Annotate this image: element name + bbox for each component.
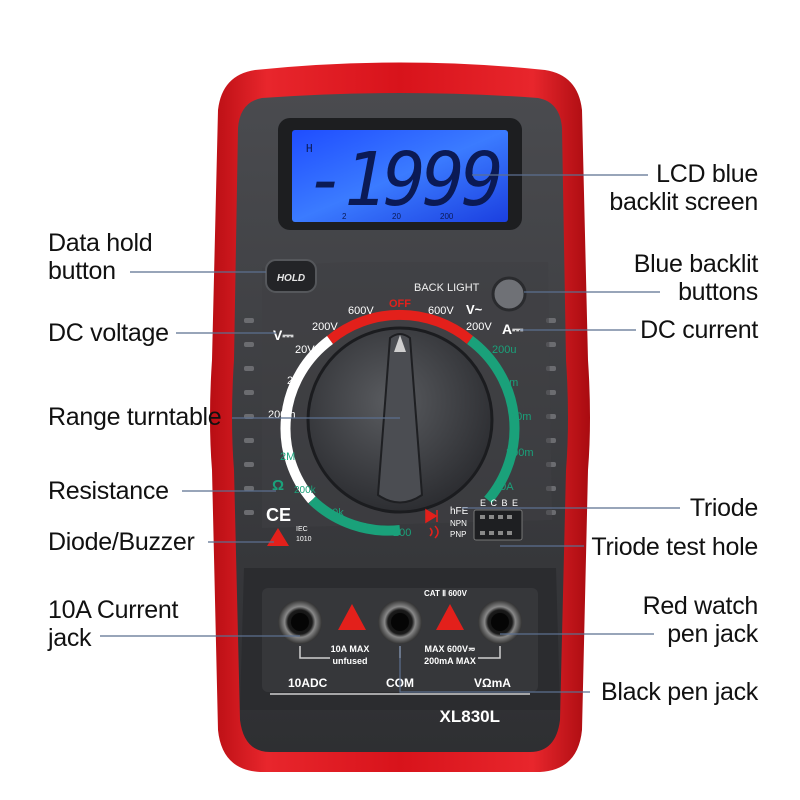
dca-range-200m: 200m [506,447,534,459]
dcv-range-20v: 20V [295,344,315,356]
dca-range-2m: 2m [503,377,518,389]
callout-resistance: Resistance [48,477,169,505]
cat-rating: CAT Ⅱ 600V [424,589,468,598]
jack-10adc-label: 10ADC [288,676,328,690]
range-dial-ring [280,309,520,536]
callout-dc-voltage: DC voltage [48,319,169,347]
com-black-jack[interactable] [378,600,422,644]
callout-triode-text: Triode [689,494,758,522]
lcd-scale-mark-1: 2 [342,212,347,221]
lcd-hold-indicator: H [306,142,313,155]
ohm-range-labels: 2M 200k 20k 2k 200 [280,451,411,539]
diode-icon [425,508,438,524]
hold-button-label: HOLD [277,273,305,284]
lcd-scale-mark-2: 20 [392,212,401,221]
ohm-range-20k: 20k [326,507,344,519]
dial-off-label: OFF [389,298,411,310]
callout-blue-backlit: Blue backlit buttons [608,250,759,306]
warning-triangle-icon-left [338,604,366,630]
jack-10a-max: 10A MAX [331,644,370,654]
callout-10a-current-line1: 10A Current [48,596,179,624]
callout-dc-voltage-text: DC voltage [48,319,169,347]
backlight-button[interactable] [491,276,527,312]
dial-dcv-symbol: V⎓ [273,327,294,343]
vohm-red-jack[interactable] [478,600,522,644]
callout-lcd-screen: LCD blue backlit screen [608,160,758,216]
callout-black-pen-jack: Black pen jack [568,678,758,706]
callout-red-pen-jack: Red watch pen jack [608,592,759,648]
acv-range-200v: 200V [466,321,492,333]
callout-data-hold-line1: Data hold [48,229,153,257]
callout-blue-backlit-line1: Blue backlit [633,250,759,278]
iec-number: 1010 [296,536,312,543]
callout-resistance-text: Resistance [48,477,169,505]
lcd-screen: H -1999 2 20 200 [278,118,522,230]
dca-range-20m: 20m [510,411,531,423]
callout-data-hold-line2: button [48,257,116,285]
triode-test-socket[interactable] [473,509,523,541]
callout-diode-buzzer-text: Diode/Buzzer [48,528,195,556]
ohm-range-2k: 2k [358,522,370,534]
callout-10a-current-line2: jack [48,624,92,652]
warning-triangle-icon-right [436,604,464,630]
callout-lcd-line2: backlit screen [609,188,758,216]
callout-triode-test-hole-text: Triode test hole [591,533,758,561]
dial-acv-symbol: V~ [466,302,483,317]
ohm-range-200: 200 [393,527,411,539]
callout-diode-buzzer: Diode/Buzzer [48,528,195,556]
callout-leader-lines [100,174,680,693]
ohm-range-2m: 2M [280,451,295,463]
hfe-label: hFE [450,506,469,517]
callout-range-turntable: Range turntable [48,403,222,431]
model-label: XL830L [440,707,500,726]
dca-range-200u: 200u [492,344,516,356]
callout-triode-test-hole: Triode test hole [568,533,758,561]
callout-data-hold: Data hold button [48,229,153,285]
npn-label: NPN [450,519,467,528]
range-turntable-knob[interactable] [306,326,494,514]
dial-ohm-symbol: Ω [272,477,284,494]
callout-triode: Triode [608,494,758,522]
dca-range-labels: 200u 2m 20m 200m 10A [492,344,534,493]
pnp-label: PNP [450,530,466,539]
acv-range-600v: 600V [428,305,454,317]
callout-red-pen-line2: pen jack [667,620,758,648]
ce-mark: CE [266,505,291,525]
lcd-scale-mark-3: 200 [440,212,454,221]
callout-lcd-line1: LCD blue [656,160,758,188]
callout-dc-current: DC current [608,316,758,344]
callout-black-pen-jack-text: Black pen jack [601,678,758,706]
callout-10a-current-jack: 10A Current jack [48,596,178,652]
buzzer-icon [429,525,439,539]
jack-v-max: MAX 600V≂ [424,644,475,654]
dcv-range-200m: 200m [268,409,296,421]
jack-10a-unfused: unfused [333,656,368,666]
lcd-reading: -1999 [305,137,500,223]
ohm-range-200k: 200k [294,485,317,496]
10a-current-jack[interactable] [278,600,322,644]
dcv-range-2v: 2V [287,375,301,387]
dca-range-10a: 10A [494,481,514,493]
backlight-label: BACK LIGHT [414,282,480,294]
callout-range-turntable-text: Range turntable [48,403,222,431]
jack-v-200ma: 200mA MAX [424,656,476,666]
callout-dc-current-text: DC current [640,316,758,344]
hold-button[interactable]: HOLD [265,259,317,293]
dcv-range-200v: 200V [312,321,338,333]
iec-label: IEC [296,526,308,533]
triode-pin-labels: E C B E [480,498,519,508]
callout-blue-backlit-line2: buttons [678,278,758,306]
dial-dca-symbol: A⎓ [502,321,524,337]
dcv-range-600v: 600V [348,305,374,317]
acv-range-labels: 600V 200V [428,305,492,333]
jack-vohm-label: VΩmA [474,676,511,690]
callout-red-pen-line1: Red watch [642,592,759,620]
